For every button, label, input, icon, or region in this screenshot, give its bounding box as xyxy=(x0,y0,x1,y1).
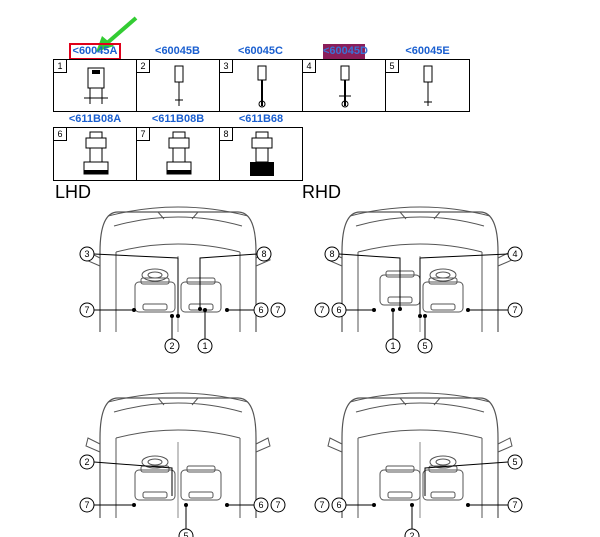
callout-label: 7 xyxy=(512,305,517,315)
part-cell-6: 6 xyxy=(53,127,137,181)
part-link-6[interactable]: <611B08A xyxy=(68,113,122,125)
part-cell-8: 8 xyxy=(219,127,303,181)
callout-label: 8 xyxy=(329,249,334,259)
part-cell-4: 4 xyxy=(302,59,386,112)
callout-label: 4 xyxy=(512,249,517,259)
callout-label: 5 xyxy=(422,341,427,351)
callout-label: 7 xyxy=(512,500,517,510)
part-cell-3: 3 xyxy=(219,59,303,112)
callout-label: 3 xyxy=(84,249,89,259)
part-7-icon xyxy=(166,131,192,175)
part-link-3[interactable]: <60045C xyxy=(238,45,283,57)
part-index: 1 xyxy=(54,60,67,73)
part-index: 3 xyxy=(220,60,233,73)
part-cell-2: 2 xyxy=(136,59,220,112)
part-index: 5 xyxy=(386,60,399,73)
callout-label: 7 xyxy=(84,305,89,315)
callout-label: 6 xyxy=(336,305,341,315)
part-3-icon xyxy=(257,65,267,108)
part-2-icon xyxy=(174,65,184,106)
pointer-arrow-icon xyxy=(96,16,138,52)
rhd-label: RHD xyxy=(302,182,341,202)
lhd-label: LHD xyxy=(55,182,92,202)
callout-label: 7 xyxy=(319,500,324,510)
callout-label: 7 xyxy=(84,500,89,510)
part-8-icon xyxy=(250,131,274,176)
part-6-icon xyxy=(83,131,109,175)
callout-label: 2 xyxy=(169,341,174,351)
callout-label: 6 xyxy=(336,500,341,510)
part-cell-1: 1 xyxy=(53,59,137,112)
part-index: 7 xyxy=(137,128,150,141)
part-4-icon xyxy=(339,65,351,108)
part-link-7[interactable]: <611B08B xyxy=(151,113,205,125)
part-link-4[interactable]: <60045D xyxy=(323,44,368,59)
callout-label: 2 xyxy=(409,531,414,537)
callout-label: 1 xyxy=(390,341,395,351)
callout-label: 6 xyxy=(258,305,263,315)
part-link-2[interactable]: <60045B xyxy=(155,45,200,57)
callout-label: 2 xyxy=(84,457,89,467)
part-index: 6 xyxy=(54,128,67,141)
callout-label: 5 xyxy=(183,531,188,537)
part-index: 2 xyxy=(137,60,150,73)
part-link-5[interactable]: <60045E xyxy=(405,45,450,57)
callout-label: 8 xyxy=(261,249,266,259)
callout-label: 5 xyxy=(512,457,517,467)
part-cell-5: 5 xyxy=(385,59,470,112)
callout-label: 7 xyxy=(275,305,280,315)
callout-label: 6 xyxy=(258,500,263,510)
part-cell-7: 7 xyxy=(136,127,220,181)
part-5-icon xyxy=(423,65,433,106)
parts-table: <60045A <60045B <60045C <60045D <60045E … xyxy=(53,43,470,181)
part-index: 8 xyxy=(220,128,233,141)
part-1-icon xyxy=(84,67,108,104)
part-index: 4 xyxy=(303,60,316,73)
callout-label: 7 xyxy=(275,500,280,510)
callout-label: 1 xyxy=(202,341,207,351)
part-link-8[interactable]: <611B68 xyxy=(238,113,284,125)
callout-label: 7 xyxy=(319,305,324,315)
part-link-1[interactable]: <60045A xyxy=(69,43,121,60)
